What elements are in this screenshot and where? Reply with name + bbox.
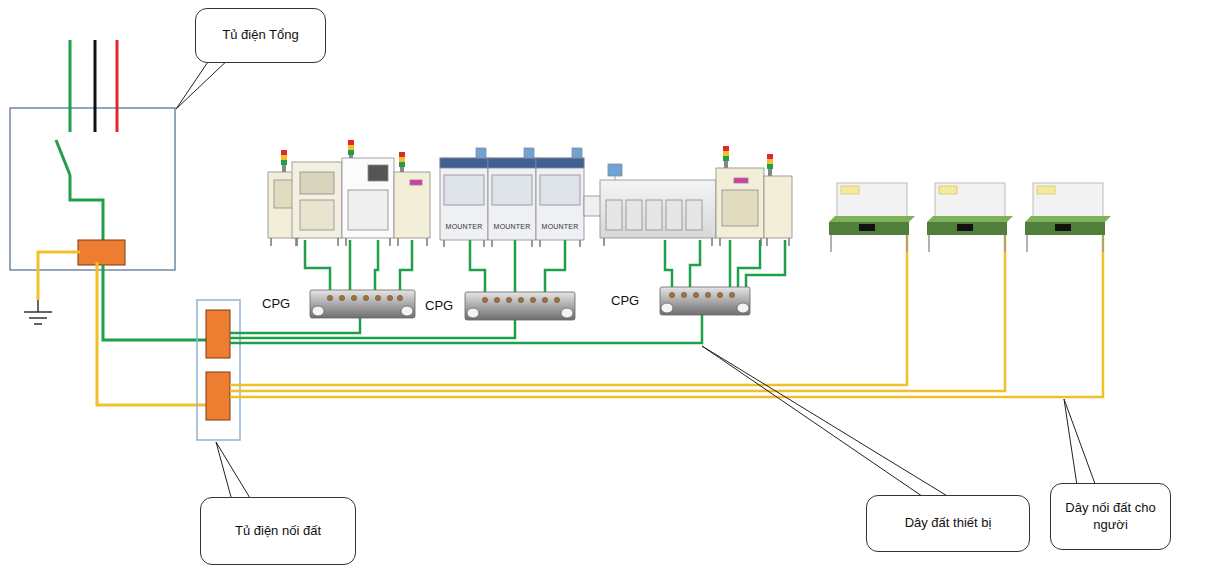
grounding-panel [197,300,240,440]
machine-label: MOUNTER [542,223,579,230]
callout-bubble: Dây đất thiết bị [866,495,1030,552]
personnel-ground-wires [230,235,1103,397]
callout-bubble: Tủ điện nối đất [200,497,356,565]
earth-symbol [24,252,80,324]
machine-label: MOUNTER [494,223,531,230]
cpg-bars [310,287,750,320]
cpg-bar: CPG [262,292,306,316]
cpg-bar: CPG [425,294,465,318]
callout-bubble: Dây nối đất cho người [1050,483,1171,550]
callout-text: Dây đất thiết bị [905,515,992,531]
bar-label: CPG [262,296,290,312]
callout-text: Dây nối đất cho người [1059,500,1162,533]
bar-label: CPG [611,293,639,309]
callout-tails [176,56,1098,508]
machine-label: MOUNTER [446,223,483,230]
workbenches [829,183,1111,252]
callout-text: Tủ điện nối đất [235,523,321,539]
main-panel [10,40,175,270]
callout-bubble: Tủ điện Tổng [195,8,326,63]
green-feeder [103,265,206,340]
cpg-bar: CPG [611,289,657,313]
equipment-ground-wires [230,240,785,343]
bar-label: CPG [425,298,453,314]
callout-text: Tủ điện Tổng [222,27,298,43]
yellow-feeder [97,262,206,405]
smt-line [268,140,792,247]
